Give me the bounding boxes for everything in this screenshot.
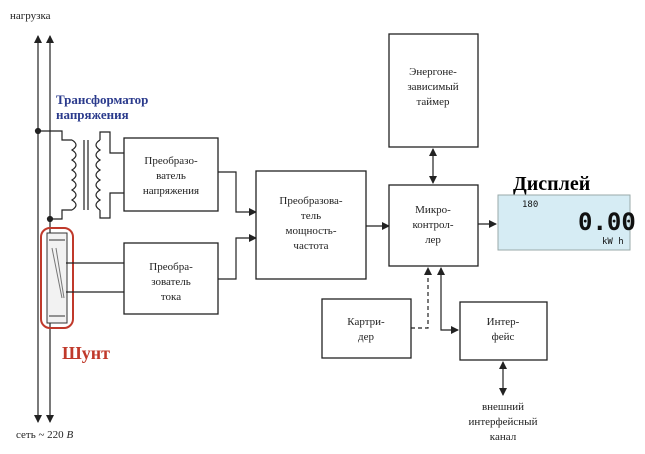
voltage-transformer	[34, 127, 124, 223]
timer-block: Энергоне- зависимый таймер	[388, 33, 479, 148]
svg-text:зователь: зователь	[151, 276, 191, 288]
transformer-label-line2: напряжения	[56, 107, 129, 122]
svg-text:тока: тока	[161, 291, 181, 303]
svg-text:Преобразо-: Преобразо-	[144, 155, 198, 167]
svg-text:Преобра-: Преобра-	[149, 261, 193, 273]
external-channel-line3: канал	[490, 431, 517, 443]
microcontroller-block: Микро- контрол- лер	[388, 184, 479, 267]
shunt	[40, 227, 74, 329]
svg-text:таймер: таймер	[416, 96, 450, 108]
current-converter-block: Преобра- зователь тока	[123, 242, 219, 315]
mcu-interface-link	[437, 267, 459, 334]
svg-text:зависимый: зависимый	[407, 81, 458, 93]
svg-text:Картри-: Картри-	[347, 316, 385, 328]
converter-connections	[218, 171, 257, 280]
voltage-converter-block: Преобразо- ватель напряжения	[123, 137, 219, 212]
lcd-top-readout: 180	[522, 200, 538, 210]
load-label: нагрузка	[10, 10, 51, 22]
svg-text:лер: лер	[425, 234, 441, 246]
interface-block: Интер- фейс	[459, 301, 548, 361]
shunt-label: Шунт	[62, 343, 110, 363]
lcd-unit: kW h	[602, 237, 624, 247]
svg-text:напряжения: напряжения	[143, 185, 199, 197]
power-frequency-converter-block: Преобразова- тель мощность- частота	[255, 170, 367, 280]
lcd-main-readout: 0.00	[578, 208, 636, 236]
svg-text:ватель: ватель	[156, 170, 186, 182]
shunt-wires	[66, 262, 124, 293]
svg-text:Микро-: Микро-	[415, 204, 451, 216]
display-label: Дисплей	[513, 173, 590, 195]
transformer-label-line1: Трансформатор	[56, 92, 148, 107]
external-channel-line1: внешний	[482, 401, 524, 413]
external-channel-line2: интерфейсный	[469, 416, 538, 428]
svg-text:фейс: фейс	[492, 331, 515, 343]
svg-text:тель: тель	[301, 210, 321, 222]
cartridge-mcu-dashed-link	[411, 267, 432, 329]
svg-text:дер: дер	[358, 331, 374, 343]
svg-text:Энергоне-: Энергоне-	[409, 66, 457, 78]
lcd-display: 180 0.00 kW h	[497, 194, 636, 251]
svg-text:частота: частота	[293, 240, 328, 252]
svg-text:Интер-: Интер-	[487, 316, 520, 328]
svg-text:Преобразова-: Преобразова-	[279, 195, 343, 207]
svg-text:мощность-: мощность-	[286, 225, 337, 237]
cartridge-block: Картри- дер	[321, 298, 412, 359]
svg-text:контрол-: контрол-	[412, 219, 453, 231]
mains-label: сеть ~ 220 В	[16, 429, 73, 441]
